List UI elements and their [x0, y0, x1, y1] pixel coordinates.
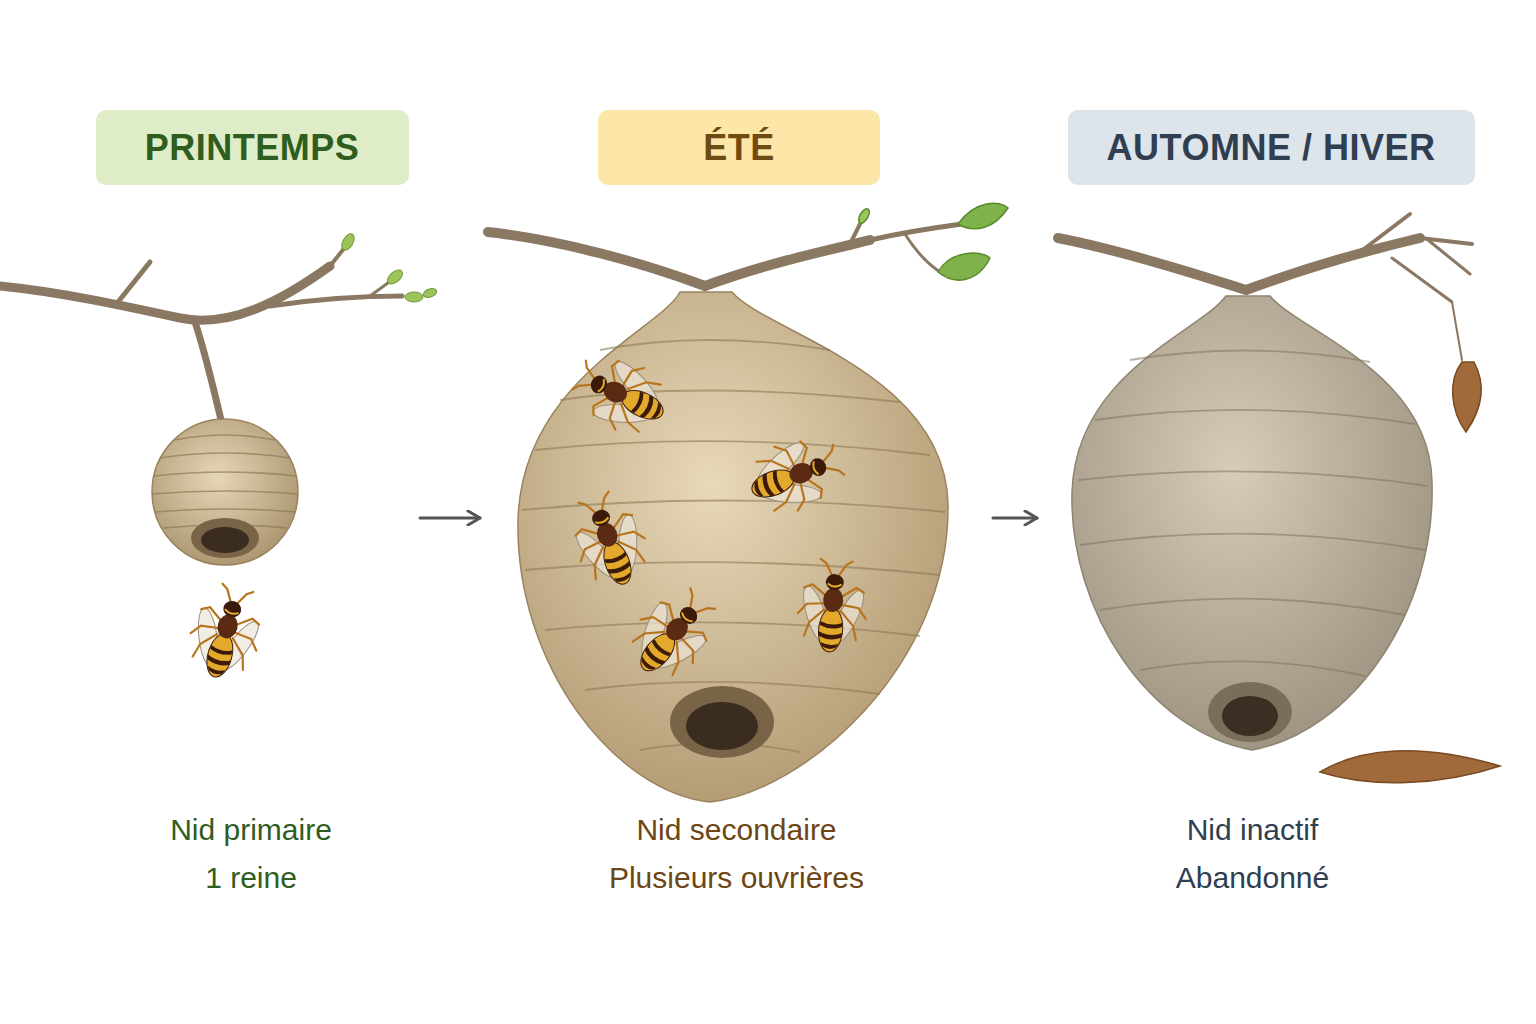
- caption-block: Nid secondairePlusieurs ouvrières: [480, 806, 993, 902]
- secondary-nest: [518, 292, 948, 802]
- stage-caption: Nid primaire: [82, 806, 420, 854]
- worker-wasp: [616, 576, 730, 692]
- flow-arrow: [420, 517, 480, 520]
- season-title: PRINTEMPS: [145, 127, 360, 169]
- inactive-nest: [1072, 296, 1432, 750]
- season-title: ÉTÉ: [703, 127, 775, 169]
- worker-wasp: [793, 557, 872, 655]
- nest-stage: Nid secondairePlusieurs ouvrières: [480, 400, 993, 910]
- caption-block: Nid primaire1 reine: [82, 806, 420, 902]
- season-label: PRINTEMPS: [96, 110, 409, 185]
- flow-arrow: [993, 517, 1037, 520]
- season-title: AUTOMNE / HIVER: [1107, 127, 1436, 169]
- stage-caption: Abandonné: [1037, 854, 1468, 902]
- nest-stage: Nid primaire1 reine: [82, 400, 420, 910]
- leaf: [857, 203, 1008, 280]
- summer-branch: [488, 220, 962, 286]
- nest-stage: Nid inactifAbandonné: [1037, 400, 1468, 910]
- worker-wasp: [560, 485, 658, 596]
- season-label: AUTOMNE / HIVER: [1068, 110, 1475, 185]
- stage-caption: Nid secondaire: [480, 806, 993, 854]
- spring-branch: [0, 246, 402, 424]
- caption-block: Nid inactifAbandonné: [1037, 806, 1468, 902]
- stage-caption: Plusieurs ouvrières: [480, 854, 993, 902]
- worker-wasp: [564, 343, 677, 446]
- bud: [339, 232, 438, 302]
- stage-caption: Nid inactif: [1037, 806, 1468, 854]
- primary-nest: [152, 419, 298, 565]
- season-label: ÉTÉ: [598, 110, 880, 185]
- queen-wasp: [180, 579, 273, 686]
- stage-caption: 1 reine: [82, 854, 420, 902]
- worker-wasp: [740, 426, 851, 524]
